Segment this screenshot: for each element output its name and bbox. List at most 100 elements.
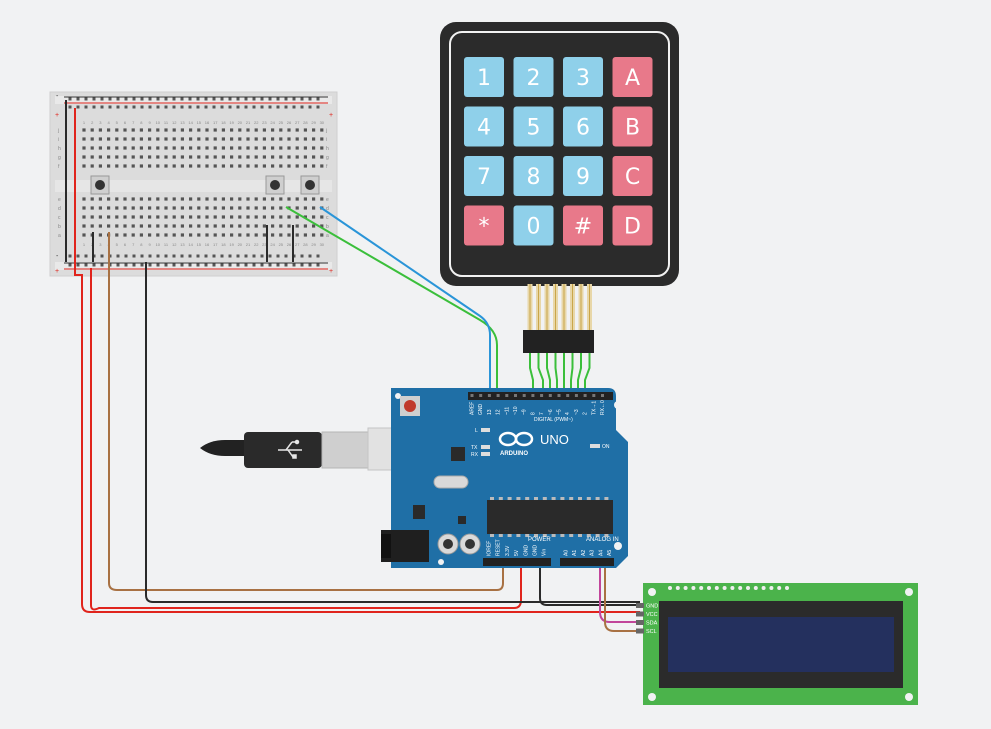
hole bbox=[98, 224, 102, 228]
wire-black-gnd-lcd[interactable] bbox=[145, 262, 640, 603]
keypad-wire[interactable] bbox=[570, 353, 574, 395]
key-button[interactable]: 7 bbox=[464, 156, 504, 196]
key-button[interactable]: 3 bbox=[563, 57, 603, 97]
hole bbox=[246, 215, 250, 219]
lcd-pin[interactable] bbox=[636, 603, 644, 608]
pushbutton-3[interactable] bbox=[300, 175, 320, 195]
pushbutton-1[interactable] bbox=[90, 175, 110, 195]
digital-pin[interactable] bbox=[583, 394, 587, 397]
wire-red-5v[interactable] bbox=[90, 268, 522, 611]
wire-black-gnd-arduino[interactable] bbox=[539, 566, 640, 606]
hole bbox=[148, 155, 152, 159]
column-label: 3 bbox=[99, 120, 102, 125]
digital-pin[interactable] bbox=[601, 394, 604, 397]
pushbutton-2[interactable] bbox=[265, 175, 285, 195]
column-label: 25 bbox=[279, 242, 284, 247]
rail-minus-label-bottom: - bbox=[56, 253, 59, 260]
rail-hole bbox=[172, 263, 176, 267]
keypad-wire[interactable] bbox=[529, 353, 534, 395]
key-button[interactable]: 9 bbox=[563, 156, 603, 196]
rail-hole bbox=[68, 254, 72, 258]
capacitor-1-top bbox=[443, 539, 453, 549]
analog-header[interactable] bbox=[560, 558, 614, 566]
wire-green-button[interactable] bbox=[285, 206, 498, 395]
rail-hole bbox=[284, 97, 288, 101]
key-face bbox=[464, 205, 504, 246]
wire-brown-3v3[interactable] bbox=[108, 262, 504, 591]
lcd-pin[interactable] bbox=[636, 620, 644, 625]
digital-pin[interactable] bbox=[557, 394, 561, 397]
key-button[interactable]: B bbox=[612, 106, 653, 147]
key-button[interactable]: 6 bbox=[563, 106, 603, 147]
key-button[interactable]: 0 bbox=[513, 205, 554, 246]
keypad-wire[interactable] bbox=[584, 353, 591, 395]
hole bbox=[139, 146, 143, 150]
breadboard-labels: 1122334455667788991010111112121313141415… bbox=[57, 120, 329, 247]
key-button[interactable]: C bbox=[612, 156, 653, 196]
rail-hole bbox=[156, 97, 160, 101]
hole bbox=[189, 206, 193, 210]
lcd-header-pin bbox=[738, 586, 743, 590]
keypad-connector[interactable] bbox=[523, 330, 594, 353]
lcd-pin[interactable] bbox=[636, 611, 644, 617]
keypad-wire[interactable] bbox=[577, 353, 582, 395]
wire-brown-scl[interactable] bbox=[604, 566, 640, 632]
keypad-wire[interactable] bbox=[546, 353, 551, 395]
digital-pin[interactable] bbox=[496, 394, 500, 397]
power-header[interactable] bbox=[483, 558, 551, 566]
hole bbox=[246, 128, 250, 132]
key-button[interactable]: 8 bbox=[513, 156, 554, 196]
rail-hole bbox=[220, 263, 224, 267]
digital-pin[interactable] bbox=[505, 394, 509, 397]
digital-pin[interactable] bbox=[592, 394, 596, 397]
keypad-wire[interactable] bbox=[554, 353, 558, 395]
hole bbox=[279, 155, 283, 159]
chip-pin bbox=[490, 497, 494, 500]
key-button[interactable]: * bbox=[464, 205, 504, 246]
key-button[interactable]: A bbox=[612, 57, 653, 97]
rail-hole bbox=[76, 97, 80, 101]
breadboard[interactable]: + + - - + + 1122334455667788991010111112… bbox=[49, 91, 338, 277]
key-face bbox=[464, 57, 504, 97]
key-button[interactable]: 2 bbox=[513, 57, 554, 97]
wire-red-vcc-lcd[interactable] bbox=[74, 268, 640, 613]
hole bbox=[123, 164, 127, 168]
wire-blue-button[interactable] bbox=[319, 206, 491, 395]
digital-pin[interactable] bbox=[540, 394, 544, 397]
keypad-wire[interactable] bbox=[537, 353, 544, 395]
rail-hole bbox=[292, 97, 296, 101]
digital-pin[interactable] bbox=[531, 394, 535, 397]
digital-pin[interactable] bbox=[470, 394, 474, 397]
digital-pin[interactable] bbox=[487, 394, 491, 397]
column-label: 15 bbox=[197, 242, 202, 247]
digital-pin[interactable] bbox=[479, 394, 483, 397]
digital-pin[interactable] bbox=[522, 394, 526, 397]
hole bbox=[172, 128, 176, 132]
digital-pin[interactable] bbox=[548, 394, 552, 397]
digital-pin-label: GND bbox=[478, 404, 484, 416]
lcd-pin[interactable] bbox=[636, 628, 644, 634]
rail-hole bbox=[236, 263, 240, 267]
key-button[interactable]: 5 bbox=[513, 106, 554, 147]
digital-pin[interactable] bbox=[566, 394, 570, 397]
key-button[interactable]: 1 bbox=[464, 57, 504, 97]
key-button[interactable]: 4 bbox=[464, 106, 504, 147]
hole bbox=[312, 206, 316, 210]
digital-pin[interactable] bbox=[514, 394, 517, 397]
wire-pink-sda[interactable] bbox=[599, 566, 640, 623]
key-button[interactable]: # bbox=[563, 205, 603, 246]
column-label: 1 bbox=[83, 120, 86, 125]
digital-pin-label: 12 bbox=[496, 409, 502, 415]
power-pin-label: GND bbox=[523, 545, 529, 557]
hole bbox=[90, 215, 94, 219]
hole bbox=[262, 164, 266, 168]
key-button[interactable]: D bbox=[612, 205, 653, 246]
chip-pins bbox=[490, 497, 609, 537]
digital-pin[interactable] bbox=[574, 394, 578, 397]
hole bbox=[238, 215, 242, 219]
led-rx bbox=[481, 452, 490, 456]
hole bbox=[172, 146, 176, 150]
